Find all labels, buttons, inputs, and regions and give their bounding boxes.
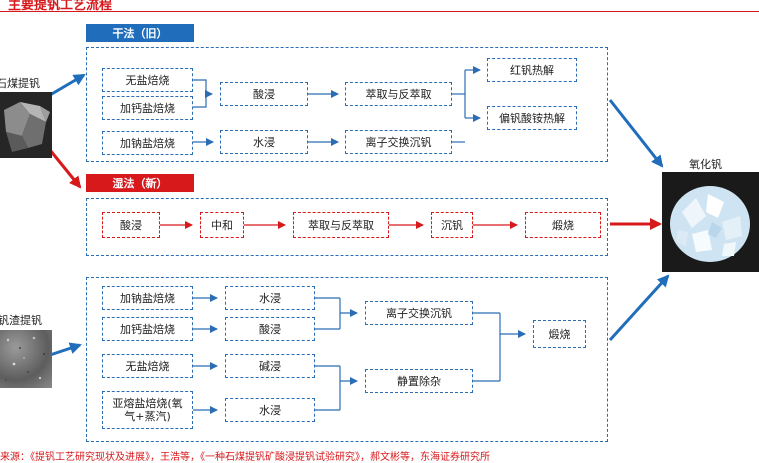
slag-settle-impurity: 静置除杂	[365, 369, 473, 393]
slag-water-leach-2: 水浸	[225, 398, 315, 422]
slag-acid-leach: 酸浸	[225, 317, 315, 341]
slag-process-section	[86, 277, 608, 442]
slag-ion-exchange: 离子交换沉钒	[365, 301, 473, 325]
dry-water-leach: 水浸	[220, 130, 308, 154]
slag-sodium-salt-roast: 加钠盐焙烧	[102, 286, 193, 310]
vanadium-oxide-label: 氧化钒	[689, 158, 722, 171]
crystal-icon	[670, 186, 750, 262]
wet-calcination: 煅烧	[525, 212, 601, 238]
dry-red-vanadium-pyrolysis: 红钒热解	[487, 58, 577, 82]
slag-calcination: 煅烧	[533, 320, 586, 348]
wet-process-section	[86, 198, 608, 256]
wet-neutralization: 中和	[200, 212, 244, 238]
wet-process-tag: 湿法（新）	[86, 174, 194, 192]
dry-extraction: 萃取与反萃取	[345, 82, 452, 106]
dry-ion-exchange: 离子交换沉钒	[345, 130, 452, 154]
wet-precipitation: 沉钒	[431, 212, 473, 238]
dry-process-tag: 干法（旧）	[86, 24, 194, 42]
source-note: 来源：《提钒工艺研究现状及进展》，王浩等，《一种石煤提钒矿酸浸提钒试验研究》，郝…	[0, 452, 490, 463]
slag-alkali-leach: 碱浸	[225, 354, 315, 378]
dry-acid-leach: 酸浸	[220, 82, 308, 106]
dry-process-section	[86, 47, 608, 162]
stone-coal-photo	[0, 92, 52, 158]
page-title: 主要提钒工艺流程	[8, 0, 113, 13]
dry-sodium-salt-roast: 加钠盐焙烧	[102, 131, 193, 155]
title-divider	[0, 11, 759, 12]
stone-coal-rocks-icon	[4, 102, 50, 152]
wet-extraction: 萃取与反萃取	[293, 212, 389, 238]
slag-salt-free-roast: 无盐焙烧	[102, 354, 193, 378]
slag-calcium-salt-roast: 加钙盐焙烧	[102, 317, 193, 341]
slag-subsalt-roast: 亚熔盐焙烧(氧气+蒸汽)	[102, 391, 193, 429]
dry-salt-free-roast: 无盐焙烧	[102, 68, 193, 92]
vanadium-slag-photo	[0, 330, 52, 388]
dry-calcium-salt-roast: 加钙盐焙烧	[102, 96, 193, 120]
wet-acid-leach: 酸浸	[102, 212, 160, 238]
stone-coal-label: 石煤提钒	[0, 77, 40, 90]
dry-ammonium-metavanadate-pyrolysis: 偏钒酸铵热解	[487, 106, 577, 130]
vanadium-slag-label: 钒渣提钒	[0, 314, 42, 327]
slag-water-leach-1: 水浸	[225, 286, 315, 310]
slag-texture-icon	[5, 336, 45, 381]
vanadium-oxide-photo	[662, 172, 759, 272]
